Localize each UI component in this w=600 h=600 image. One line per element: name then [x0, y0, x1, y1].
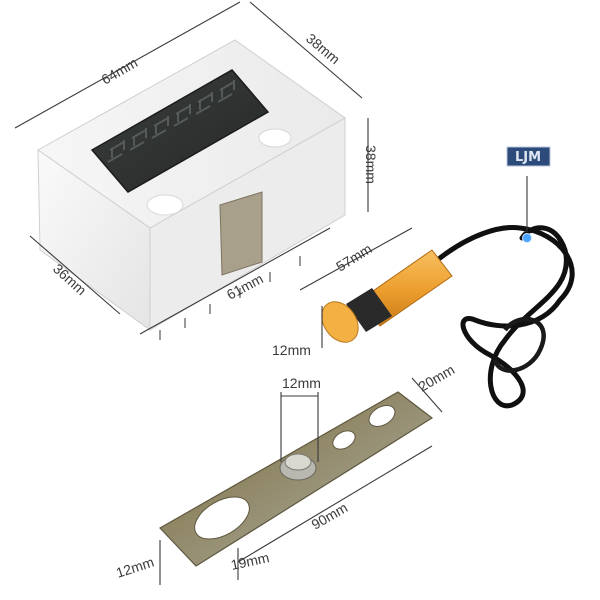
dim-bracket-offset: 19mm — [229, 549, 270, 573]
dim-counter-width: 64mm — [99, 54, 141, 87]
indicator-led — [522, 233, 532, 243]
dim-counter-depth-top: 38mm — [303, 30, 343, 67]
dim-bracket-length: 90mm — [309, 499, 351, 532]
sensor-nut — [346, 288, 392, 332]
terminal-pins — [159, 256, 301, 340]
reset-button[interactable] — [146, 194, 184, 216]
bracket-hole-small — [332, 430, 356, 450]
dim-bracket-width: 20mm — [416, 361, 458, 394]
sensor-cable — [437, 224, 575, 409]
lcd-digits — [107, 80, 235, 163]
proximity-sensor — [321, 176, 575, 409]
dim-sensor-length: 57mm — [333, 240, 374, 274]
sensor-face — [321, 301, 359, 343]
mounting-bracket — [159, 391, 434, 567]
bracket-hole-large — [368, 405, 396, 427]
dim-sensor-diameter: 12mm — [272, 342, 311, 358]
dim-counter-height: 38mm — [363, 145, 379, 184]
counter-unit — [37, 39, 346, 340]
dim-bracket-hole: 12mm — [282, 375, 321, 391]
brand-badge: LJM — [506, 146, 551, 167]
mode-button[interactable] — [258, 128, 292, 148]
mounting-clip — [219, 191, 263, 276]
bracket-slot-hole — [194, 496, 250, 540]
lcd-display — [90, 69, 270, 193]
dim-bracket-edge: 12mm — [114, 554, 156, 581]
brand-badge-label: LJM — [515, 150, 541, 165]
